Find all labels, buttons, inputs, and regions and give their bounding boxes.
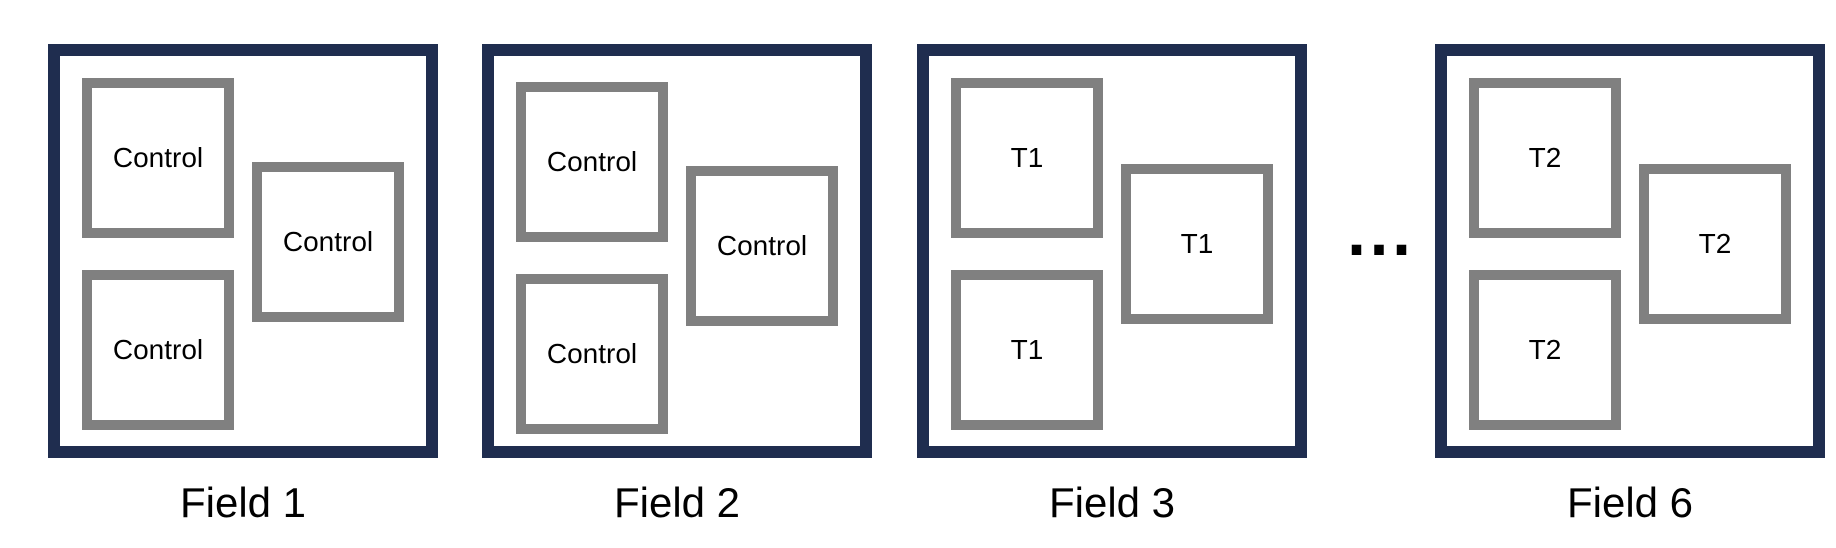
plot-label: T2 — [1528, 334, 1562, 365]
field-1-box: Control Control Control — [48, 44, 438, 458]
plot-label: Control — [546, 146, 638, 177]
field-3-label: Field 3 — [1048, 479, 1176, 526]
plot-bottom-left: Control — [82, 270, 234, 430]
plot-right: Control — [252, 162, 404, 322]
field-6-label: Field 6 — [1566, 479, 1694, 526]
plot-top-left: Control — [82, 78, 234, 238]
field-3-box: T1 T1 T1 — [917, 44, 1307, 458]
field-1-label: Field 1 — [179, 479, 307, 526]
plot-label: T2 — [1698, 228, 1732, 259]
field-2-label: Field 2 — [613, 479, 741, 526]
field-6-box: T2 T2 T2 — [1435, 44, 1825, 458]
plot-label: Control — [716, 230, 808, 261]
plot-label: Control — [546, 338, 638, 369]
plot-top-left: T1 — [951, 78, 1103, 238]
plot-label: Control — [112, 334, 204, 365]
plot-label: Control — [112, 142, 204, 173]
plot-right: T2 — [1639, 164, 1791, 324]
plot-right: Control — [686, 166, 838, 326]
plot-bottom-left: T1 — [951, 270, 1103, 430]
plot-label: T2 — [1528, 142, 1562, 173]
plot-label: T1 — [1010, 334, 1044, 365]
ellipsis: ... — [1346, 205, 1414, 268]
plot-right: T1 — [1121, 164, 1273, 324]
plot-bottom-left: Control — [516, 274, 668, 434]
field-2-box: Control Control Control — [482, 44, 872, 458]
plot-label: T1 — [1180, 228, 1214, 259]
plot-top-left: Control — [516, 82, 668, 242]
plot-bottom-left: T2 — [1469, 270, 1621, 430]
plot-label: T1 — [1010, 142, 1044, 173]
plot-top-left: T2 — [1469, 78, 1621, 238]
plot-label: Control — [282, 226, 374, 257]
